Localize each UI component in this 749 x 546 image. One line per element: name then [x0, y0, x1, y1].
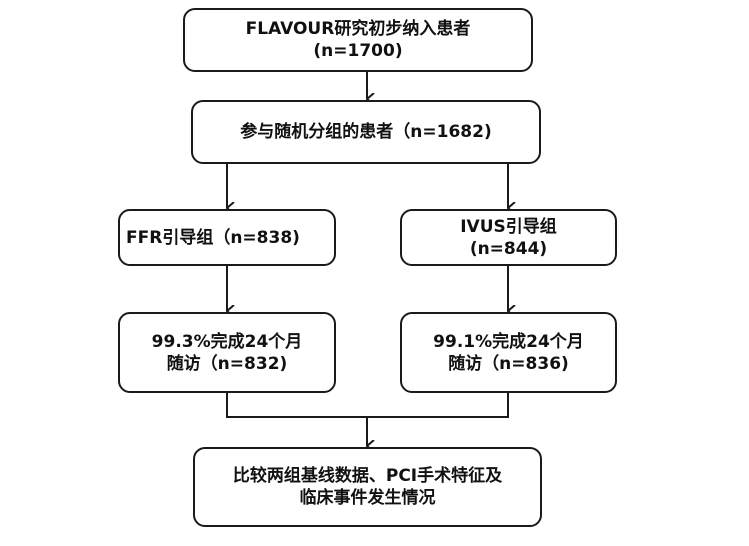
node-ffr-group: FFR引导组（n=838) — [118, 209, 336, 266]
node-ffr-followup-line-1: 99.3%完成24个月 — [151, 331, 303, 352]
node-ivus-followup-line-1: 99.1%完成24个月 — [433, 331, 584, 352]
node-ffr-followup-line-2: 随访（n=832) — [166, 353, 288, 374]
node-ivus-followup: 99.1%完成24个月 随访（n=836) — [400, 312, 617, 393]
node-comparison-line-2: 临床事件发生情况 — [299, 488, 436, 508]
node-enrolled-line-1: FLAVOUR研究初步纳入患者 — [245, 19, 471, 39]
node-enrolled: FLAVOUR研究初步纳入患者 (n=1700) — [183, 8, 533, 72]
node-ivus-group: IVUS引导组 (n=844) — [400, 209, 617, 266]
node-ffr-group-line-1: FFR引导组（n=838) — [126, 227, 300, 248]
node-enrolled-line-2: (n=1700) — [313, 41, 403, 61]
node-comparison: 比较两组基线数据、PCI手术特征及 临床事件发生情况 — [193, 447, 542, 527]
node-ivus-group-line-1: IVUS引导组 — [460, 216, 557, 237]
edge-merge-bracket — [226, 392, 509, 418]
node-randomized: 参与随机分组的患者（n=1682) — [191, 100, 541, 164]
node-ffr-followup: 99.3%完成24个月 随访（n=832) — [118, 312, 336, 393]
node-ivus-followup-line-2: 随访（n=836) — [448, 353, 569, 374]
node-ivus-group-line-2: (n=844) — [469, 238, 548, 259]
node-randomized-line-1: 参与随机分组的患者（n=1682) — [240, 122, 492, 142]
node-comparison-line-1: 比较两组基线数据、PCI手术特征及 — [232, 466, 503, 486]
